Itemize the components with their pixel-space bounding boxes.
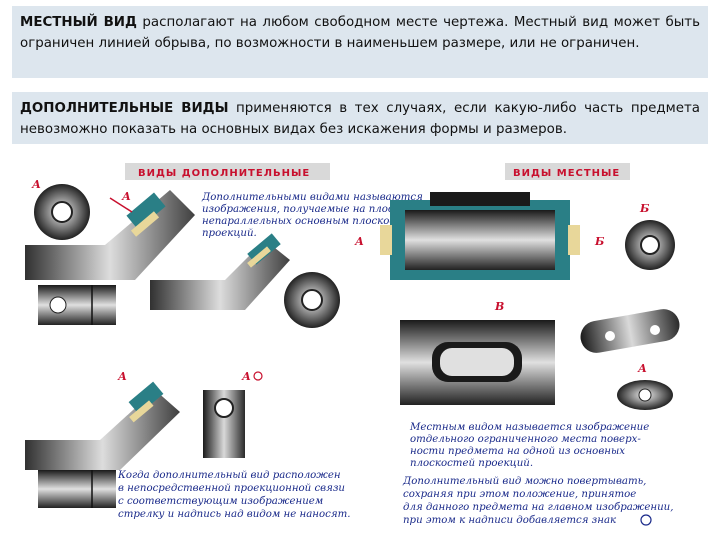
term-local-view: МЕСТНЫЙ ВИД: [20, 15, 137, 30]
svg-text:в непосредственной проекционно: в непосредственной проекционной связи: [118, 483, 345, 494]
svg-text:плоскостей проекций.: плоскостей проекций.: [410, 458, 533, 469]
label-a-1: А: [31, 178, 41, 191]
technical-drawing-figure: ВИДЫ ДОПОЛНИТЕЛЬНЫЕ ВИДЫ МЕСТНЫЕ А А Доп…: [25, 163, 680, 526]
rotation-sign-icon-2: [640, 514, 652, 526]
header-left-bg: [125, 163, 330, 180]
note-rotation: Дополнительный вид можно повертывать, со…: [402, 476, 673, 526]
arrow-a-1: [109, 197, 133, 213]
svg-text:Дополнительный вид можно повер: Дополнительный вид можно повертывать,: [402, 476, 646, 487]
part-angled-top: [25, 184, 195, 280]
header-right-bg: [505, 163, 630, 180]
svg-text:стрелку и надпись над видом не: стрелку и надпись над видом не наносят.: [118, 509, 351, 520]
svg-text:отдельного ограниченного места: отдельного ограниченного места поверх-: [410, 434, 641, 445]
part-side-block-2: [38, 470, 116, 508]
label-a-rotated: А: [241, 370, 251, 383]
svg-text:с соответствующим изображением: с соответствующим изображением: [118, 495, 323, 507]
part-angled-middle: [150, 233, 290, 310]
part-vertical-view: [203, 390, 245, 458]
text-local-view: располагают на любом свободном месте чер…: [20, 15, 700, 51]
svg-text:ности предмета на одной из осн: ности предмета на одной из основных: [410, 446, 625, 457]
svg-text:проекций.: проекций.: [202, 228, 257, 239]
svg-text:изображения, получаемые на пло: изображения, получаемые на плоскостях,: [202, 203, 437, 215]
note-projection-link: Когда дополнительный вид расположен в не…: [117, 470, 351, 520]
note-additional-definition: Дополнительными видами называются изобра…: [201, 192, 437, 239]
label-b-view: Б: [639, 202, 650, 215]
label-a-2: А: [121, 190, 131, 203]
part-local-main-block: [380, 192, 580, 280]
part-angled-bottom: [25, 381, 180, 470]
paragraph-local-view: МЕСТНЫЙ ВИД располагают на любом свободн…: [12, 6, 708, 78]
label-a-3: А: [117, 370, 127, 383]
svg-text:Дополнительными видами называю: Дополнительными видами называются: [201, 192, 423, 203]
svg-text:при этом к надписи добавляется: при этом к надписи добавляется знак: [403, 514, 617, 526]
part-side-block-1: [38, 285, 116, 325]
text-additional-views: применяются в тех случаях, если какую-ли…: [20, 101, 700, 137]
paragraph-additional-views: ДОПОЛНИТЕЛЬНЫЕ ВИДЫ применяются в тех сл…: [12, 92, 708, 144]
svg-text:непараллельных основным плоско: непараллельных основным плоскостям: [202, 216, 420, 227]
part-small-flange: [617, 380, 673, 410]
header-additional-views: ВИДЫ ДОПОЛНИТЕЛЬНЫЕ: [138, 168, 310, 179]
part-round-view: [284, 272, 340, 328]
label-a-plate: А: [637, 362, 647, 375]
part-local-view-b: [625, 220, 675, 270]
rotation-sign-icon: [253, 371, 263, 381]
svg-text:Когда дополнительный вид распо: Когда дополнительный вид расположен: [117, 470, 341, 481]
header-local-views: ВИДЫ МЕСТНЫЕ: [513, 168, 620, 179]
label-b-arrow: Б: [594, 235, 605, 248]
term-additional-views: ДОПОЛНИТЕЛЬНЫЕ ВИДЫ: [20, 101, 229, 116]
label-v: В: [494, 300, 504, 313]
label-a-local: А: [354, 235, 364, 248]
svg-text:сохраняя при этом положение, п: сохраняя при этом положение, принятое: [403, 489, 636, 500]
part-local-lower-block: [400, 320, 555, 405]
svg-text:Местным видом называется изобр: Местным видом называется изображение: [409, 421, 649, 433]
part-slot-plate: [580, 309, 680, 353]
svg-text:для данного предмета на главно: для данного предмета на главном изображе…: [403, 501, 673, 513]
note-local-definition: Местным видом называется изображение отд…: [409, 421, 649, 469]
